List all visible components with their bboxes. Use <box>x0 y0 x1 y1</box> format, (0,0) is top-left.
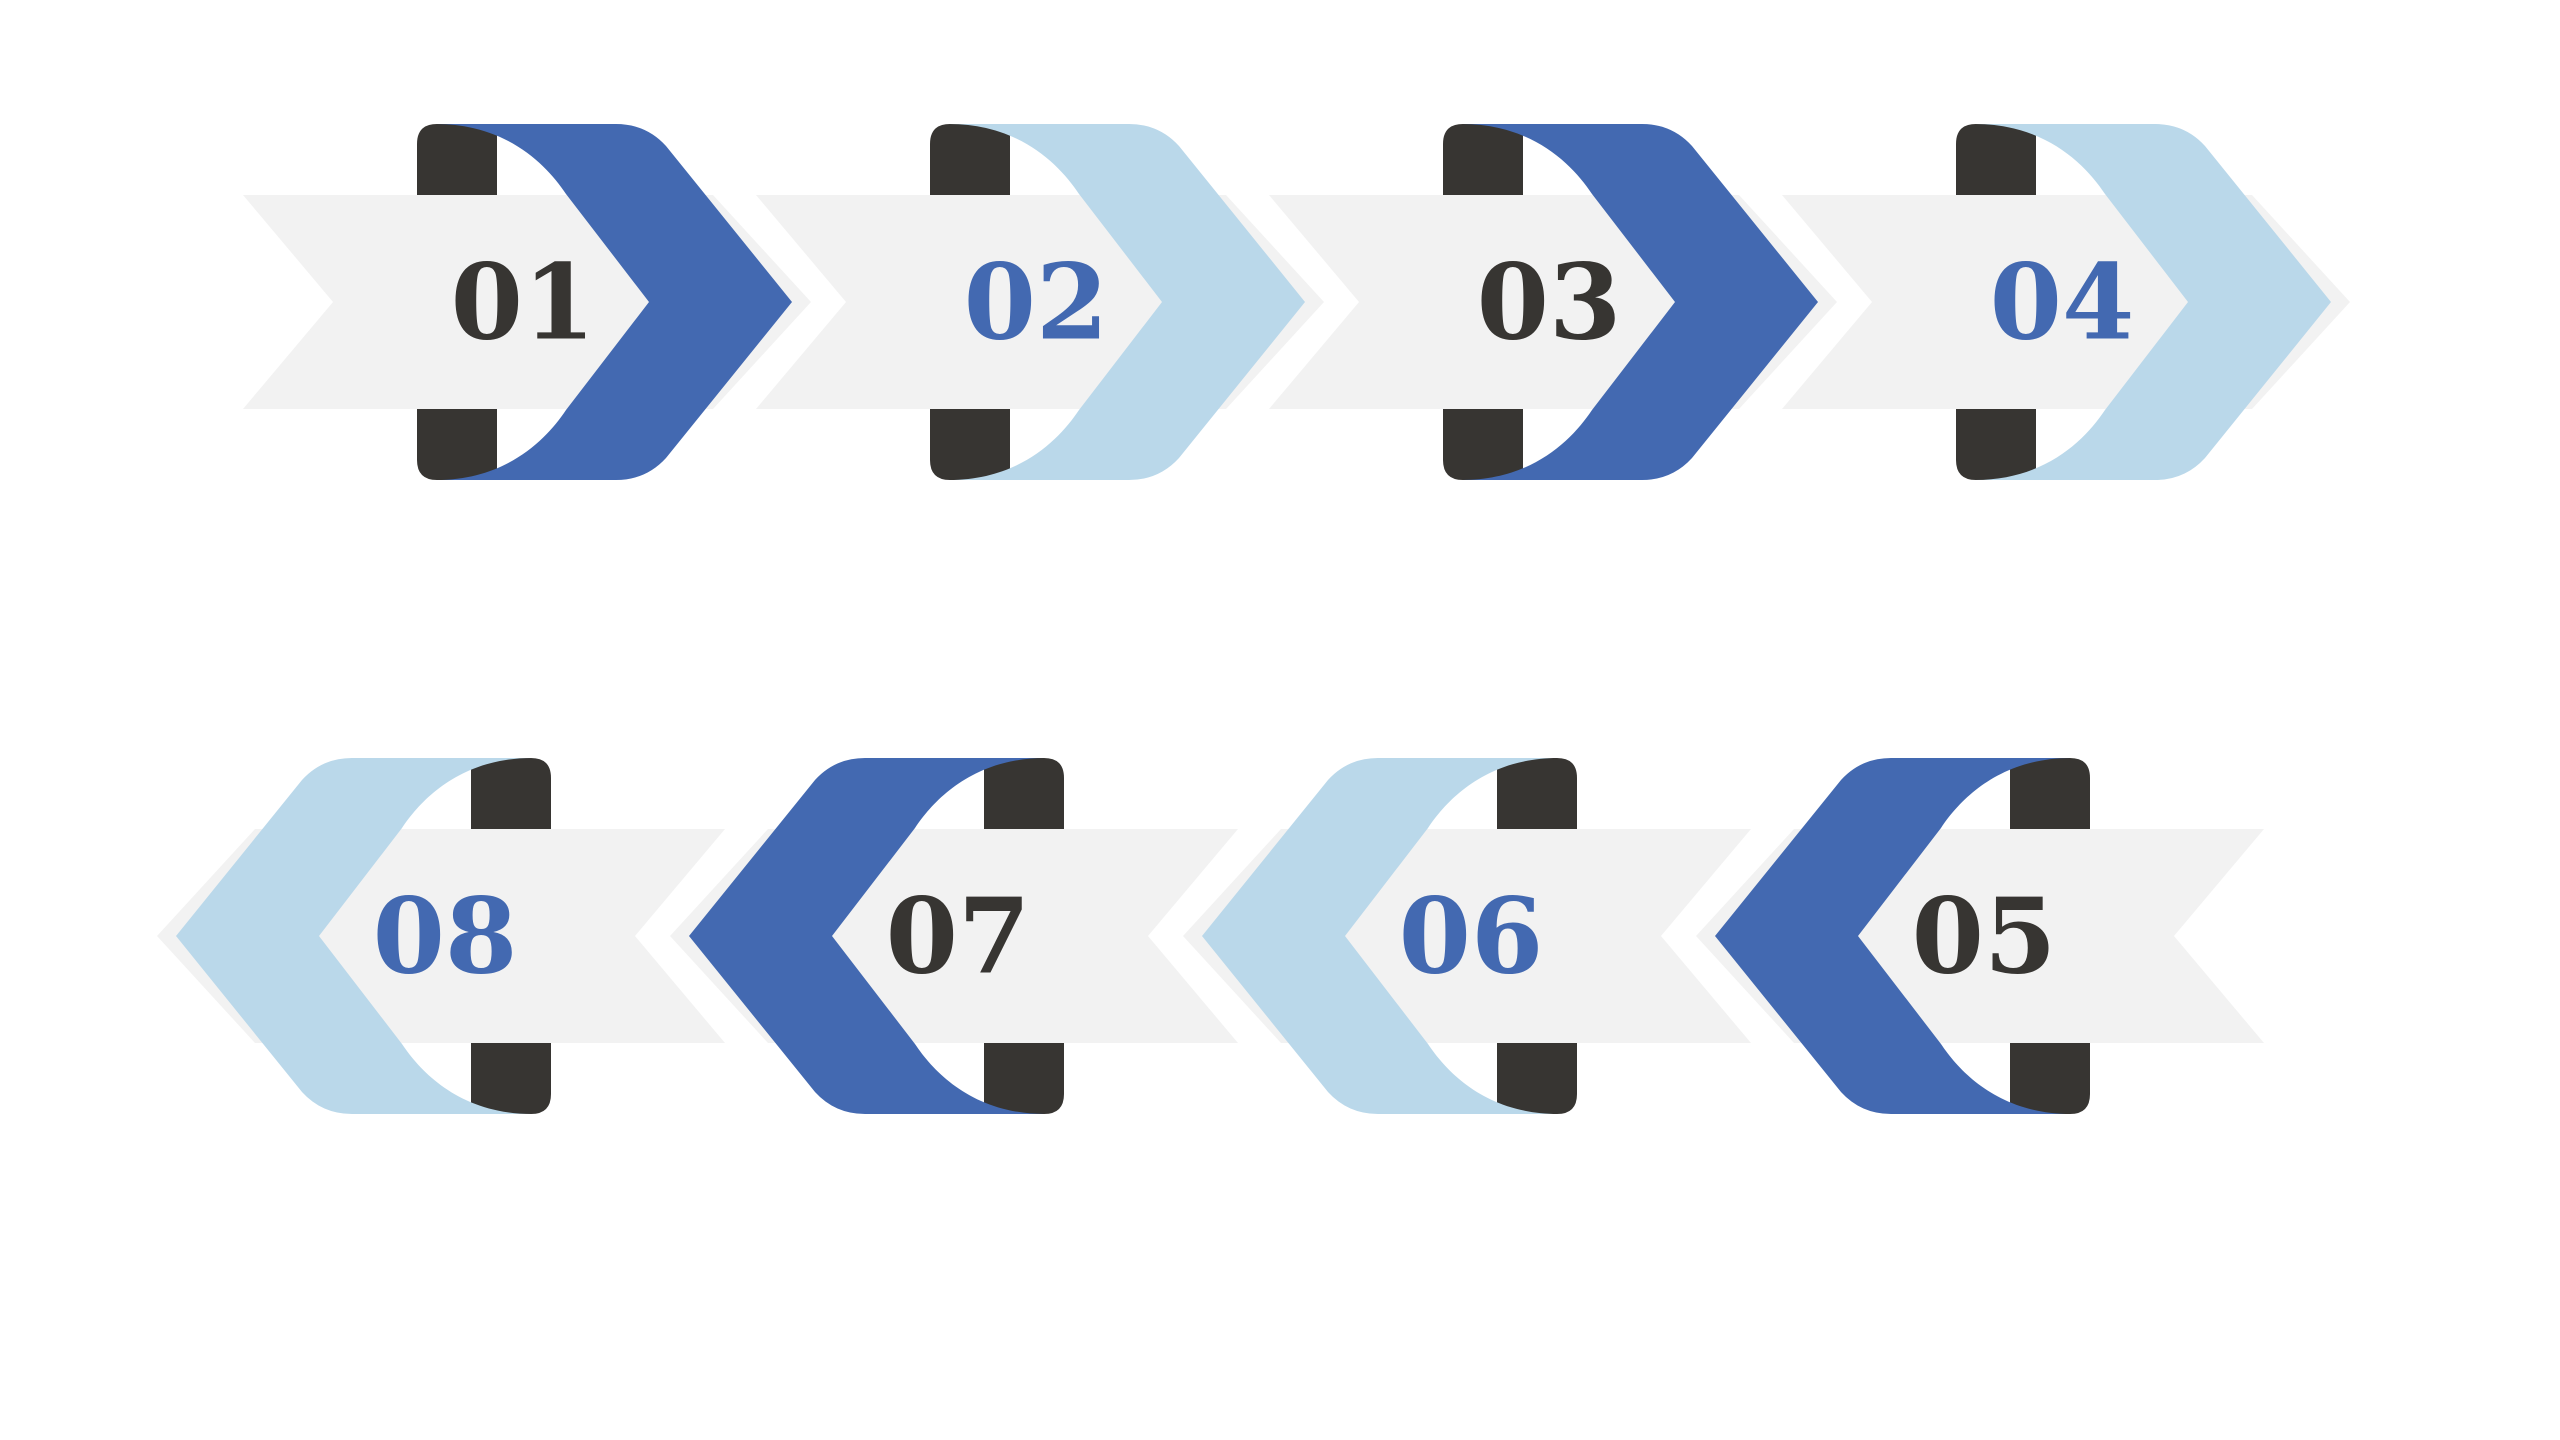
step-shapes <box>243 124 811 480</box>
step-chevron <box>1715 758 2071 1114</box>
step-shapes <box>1696 758 2264 1114</box>
step-chevron <box>176 758 532 1114</box>
step-chevron <box>1462 124 1818 480</box>
step-02: 02 <box>756 124 1324 480</box>
step-number: 05 <box>1912 875 2057 998</box>
step-chevron <box>436 124 792 480</box>
dark-block-top <box>1956 124 2036 195</box>
dark-block-bottom <box>1443 409 1523 480</box>
step-shapes <box>1782 124 2350 480</box>
step-chevron <box>689 758 1045 1114</box>
steps-layer: 01 02 03 04 05 06 07 08 <box>157 124 2350 1114</box>
step-08: 08 <box>157 758 725 1114</box>
step-04: 04 <box>1782 124 2350 480</box>
step-number: 06 <box>1399 875 1544 998</box>
step-chevron <box>949 124 1305 480</box>
step-number: 04 <box>1990 241 2135 364</box>
dark-block-bottom <box>930 409 1010 480</box>
dark-block-bottom <box>417 409 497 480</box>
step-shapes <box>670 758 1238 1114</box>
step-06: 06 <box>1183 758 1751 1114</box>
dark-block-bottom <box>1497 1043 1577 1114</box>
dark-block-top <box>930 124 1010 195</box>
step-chevron <box>1202 758 1558 1114</box>
step-01: 01 <box>243 124 811 480</box>
step-number: 08 <box>373 875 518 998</box>
step-number: 01 <box>451 241 596 364</box>
dark-block-bottom <box>2010 1043 2090 1114</box>
step-number: 07 <box>886 875 1031 998</box>
step-shapes <box>1269 124 1837 480</box>
step-shapes <box>1183 758 1751 1114</box>
step-shapes <box>157 758 725 1114</box>
step-05: 05 <box>1696 758 2264 1114</box>
step-shapes <box>756 124 1324 480</box>
dark-block-top <box>1497 758 1577 829</box>
step-number: 03 <box>1477 241 1622 364</box>
step-chevron <box>1975 124 2331 480</box>
dark-block-bottom <box>1956 409 2036 480</box>
dark-block-bottom <box>984 1043 1064 1114</box>
dark-block-top <box>984 758 1064 829</box>
dark-block-top <box>417 124 497 195</box>
step-07: 07 <box>670 758 1238 1114</box>
step-03: 03 <box>1269 124 1837 480</box>
dark-block-top <box>2010 758 2090 829</box>
step-number: 02 <box>964 241 1109 364</box>
dark-block-top <box>471 758 551 829</box>
dark-block-bottom <box>471 1043 551 1114</box>
dark-block-top <box>1443 124 1523 195</box>
